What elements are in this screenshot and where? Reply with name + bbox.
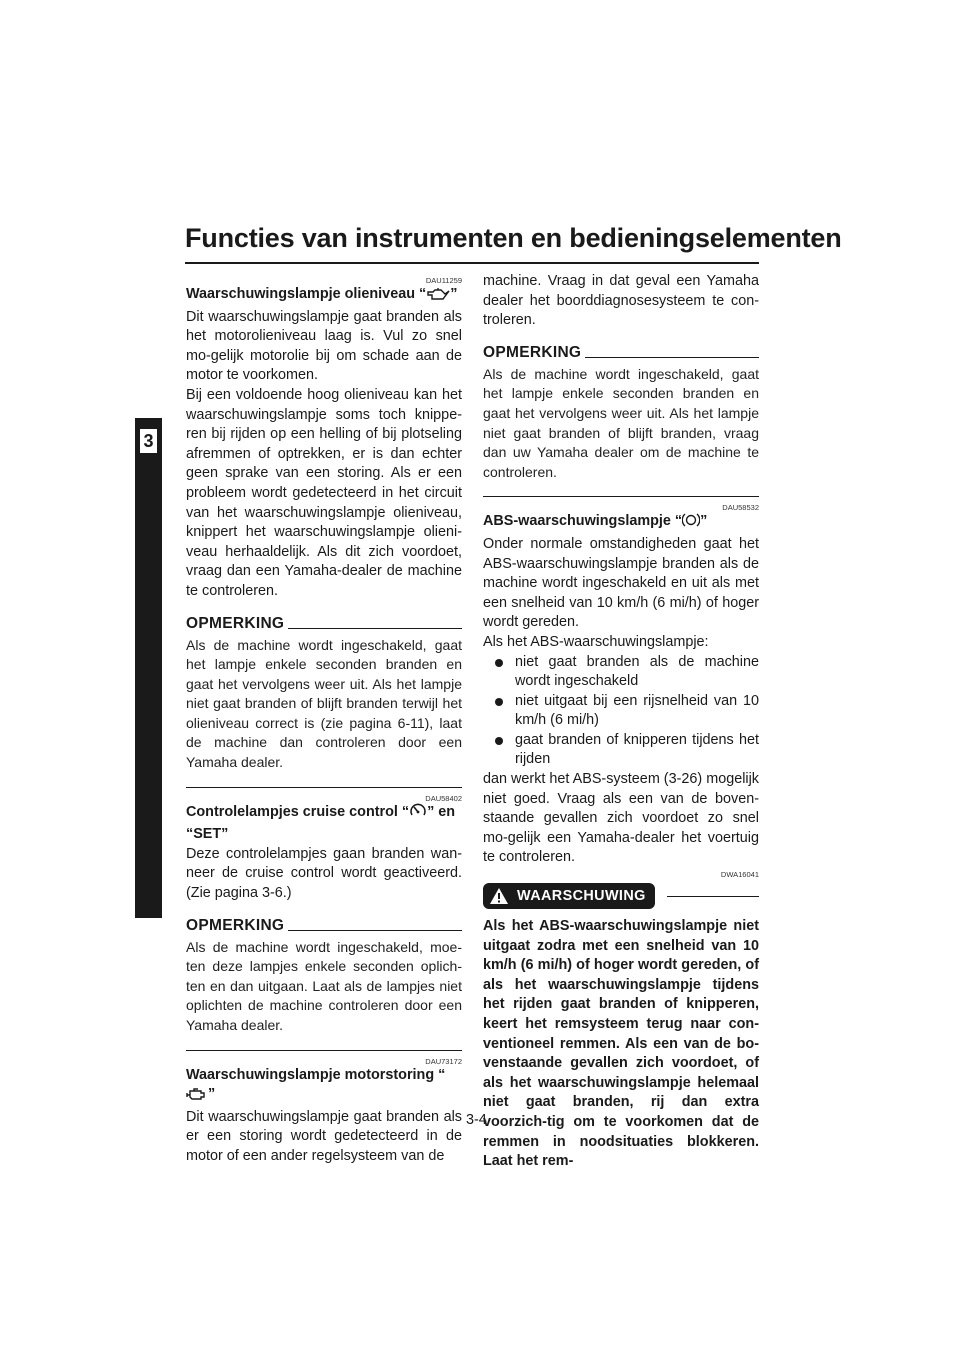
abs-body-1: Onder normale omstandigheden gaat het AB…: [483, 535, 759, 631]
right-column: machine. Vraag in dat geval een Yamaha d…: [483, 272, 759, 1172]
note-end-rule: [186, 786, 462, 788]
left-column: DAU11259 Waarschuwingslampje olieniveau …: [186, 270, 462, 1167]
warning-badge: WAARSCHUWING: [483, 883, 655, 910]
cruise-control-heading: Controlelampjes cruise control “” en “SE…: [186, 803, 456, 843]
oil-level-body-2: Bij een voldoende hoog olieniveau kan he…: [186, 386, 462, 599]
section-code: DAU73172: [425, 1056, 462, 1066]
section-code: DWA16041: [720, 870, 759, 880]
abs-body-2: Als het ABS-waarschuwingslampje:: [483, 633, 709, 650]
engine-trouble-body: Dit waarschuwingslampje gaat branden als…: [186, 1108, 462, 1164]
cruise-control-body: Deze controlelampjes gaan branden wan-ne…: [186, 845, 462, 902]
section-code: DAU11259: [425, 276, 462, 285]
list-item: niet gaat branden als de machine wordt i…: [483, 653, 759, 692]
oil-level-heading: Waarschuwingslampje olieniveau “”: [186, 285, 462, 308]
page-number: 3-4: [466, 1112, 487, 1128]
abs-body-3: dan werkt het ABS-systeem (3-26) mogelij…: [483, 771, 759, 866]
abs-heading: ABS-waarschuwingslampje “”: [483, 512, 759, 535]
chapter-number: 3: [140, 429, 157, 453]
abs-bullet-list: niet gaat branden als de machine wordt i…: [483, 653, 759, 771]
list-item: gaat branden of knipperen tijdens het ri…: [483, 731, 759, 770]
engine-trouble-body-cont: machine. Vraag in dat geval een Yamaha d…: [483, 273, 759, 329]
note-heading: OPMERKING: [483, 343, 759, 363]
bullet-icon: [495, 697, 503, 706]
section-code: DAU58532: [722, 503, 759, 513]
note-heading: OPMERKING: [186, 916, 462, 936]
engine-icon: [186, 1087, 208, 1108]
bullet-icon: [495, 658, 503, 667]
note-body: Als de machine wordt ingeschakeld, moe-t…: [186, 938, 462, 1033]
title-rule: [185, 262, 759, 264]
note-body: Als de machine wordt ingeschakeld, gaat …: [186, 636, 462, 771]
warning-body: Als het ABS-waarschuwingslampje niet uit…: [483, 918, 759, 1170]
warning-triangle-icon: [490, 888, 508, 905]
section-code: DAU58402: [425, 793, 462, 803]
cruise-control-icon: [409, 803, 427, 826]
list-item: niet uitgaat bij een rijsnelheid van 10 …: [483, 692, 759, 731]
oil-can-icon: [426, 287, 450, 308]
chapter-tab: [135, 418, 162, 918]
bullet-icon: [495, 736, 503, 745]
note-heading: OPMERKING: [186, 614, 462, 634]
warning-heading: WAARSCHUWING: [483, 883, 759, 910]
engine-trouble-heading: Waarschuwingslampje motorstoring “”: [186, 1066, 462, 1108]
abs-icon: [681, 512, 701, 535]
page-title: Functies van instrumenten en bedieningse…: [185, 223, 842, 253]
oil-level-body-1: Dit waarschuwingslampje gaat branden als…: [186, 308, 462, 384]
note-end-rule: [483, 496, 759, 498]
note-body: Als de machine wordt ingeschakeld, gaat …: [483, 365, 759, 480]
note-end-rule: [186, 1049, 462, 1051]
